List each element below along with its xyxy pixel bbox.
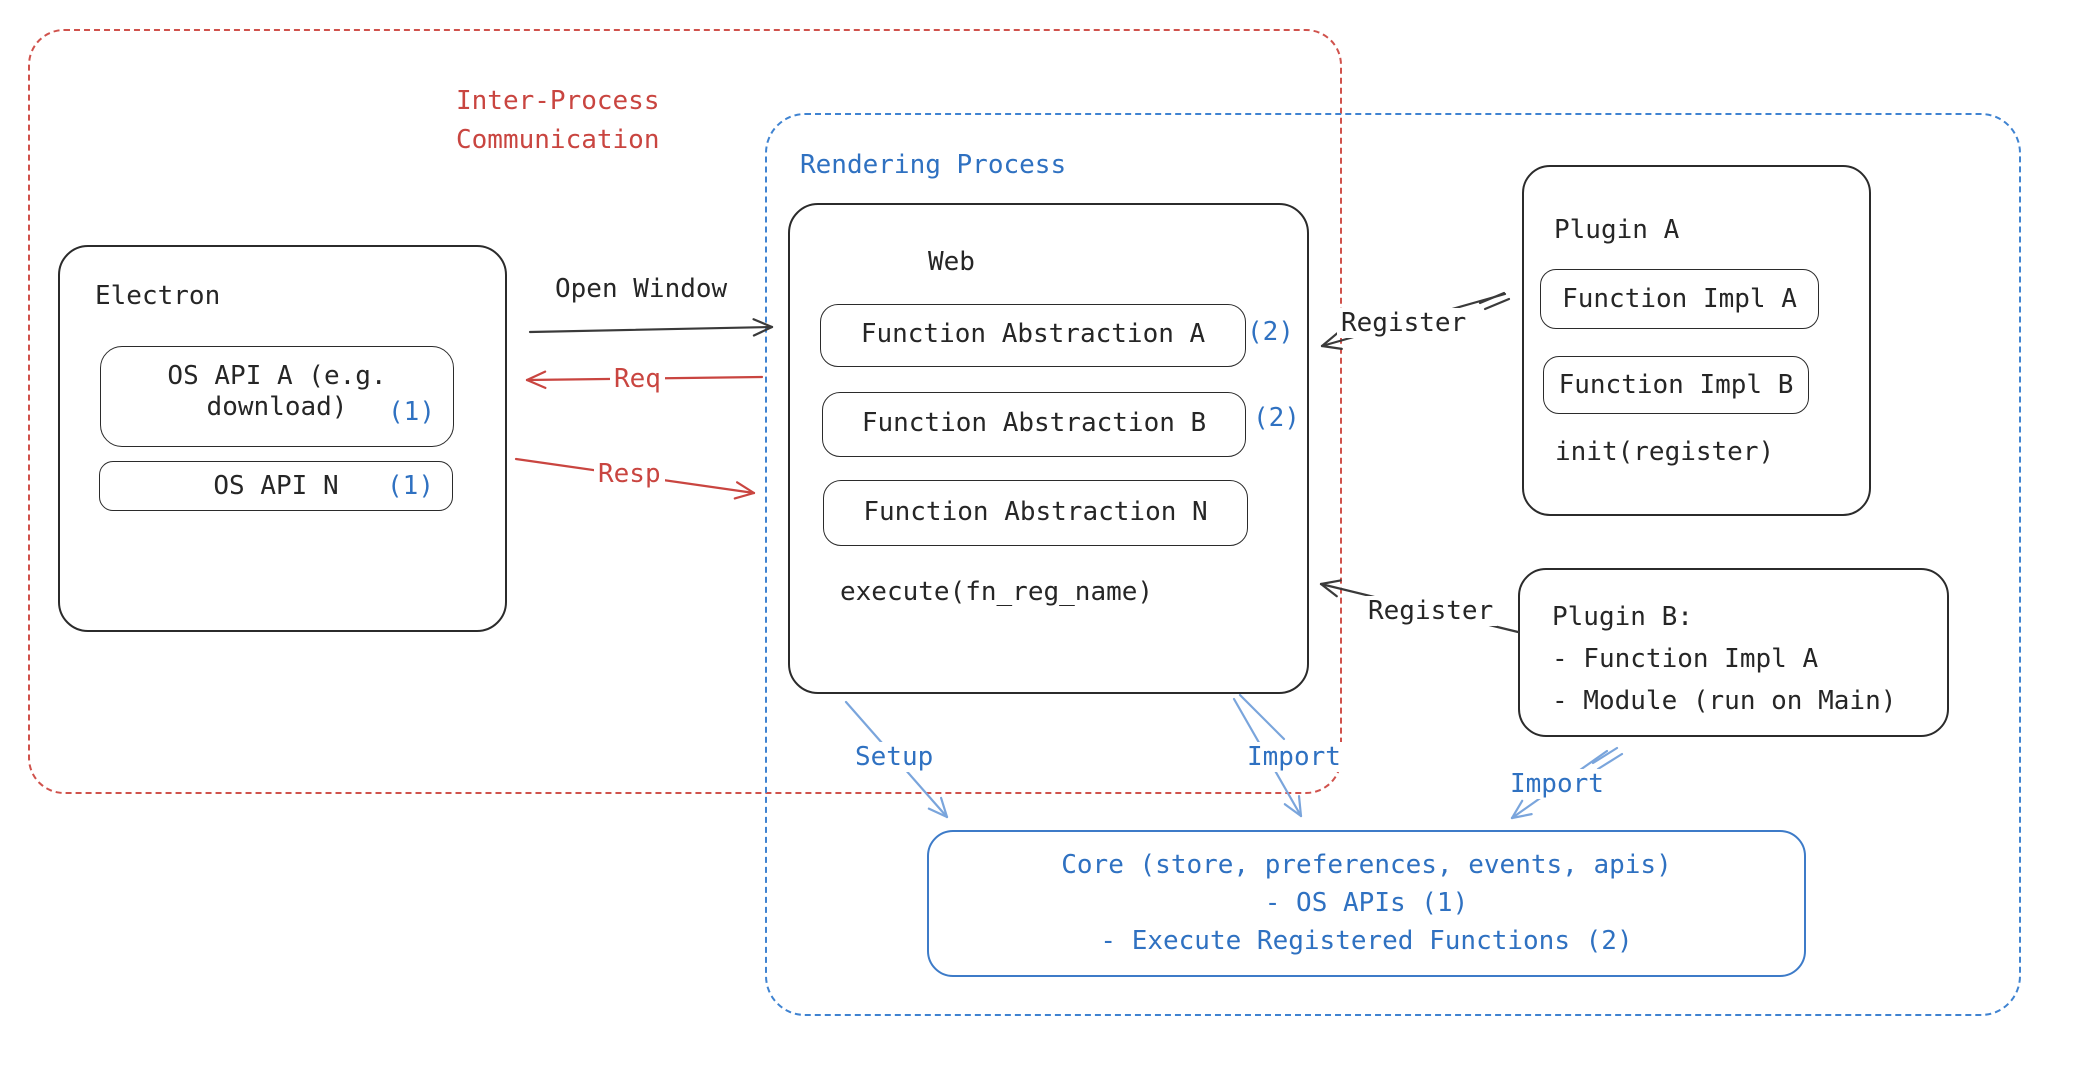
plugin-b-box: Plugin B: - Function Impl A - Module (run … <box>1518 568 1949 737</box>
function-impl-b-box: Function Impl B <box>1543 356 1809 414</box>
function-abstraction-b-box: Function Abstraction B <box>822 392 1246 457</box>
ipc-label-line1: Inter-Process <box>456 86 660 116</box>
function-abstraction-n-box: Function Abstraction N <box>823 480 1248 546</box>
os-api-n-label: OS API N <box>213 471 339 501</box>
function-impl-b-label: Function Impl B <box>1558 370 1794 400</box>
plugin-b-title: Plugin B: <box>1552 602 1693 632</box>
function-abstraction-b-badge: (2) <box>1253 403 1300 433</box>
ipc-label-line2: Communication <box>456 125 660 155</box>
core-item-os-apis: - OS APIs (1) <box>1264 888 1469 918</box>
function-impl-a-box: Function Impl A <box>1540 269 1819 329</box>
import-plugin-arrow-label: Import <box>1506 769 1608 799</box>
function-abstraction-n-label: Function Abstraction N <box>863 497 1208 527</box>
core-item-execute: - Execute Registered Functions (2) <box>1100 926 1633 956</box>
plugin-b-item-1: - Function Impl A <box>1552 644 1819 674</box>
function-abstraction-a-box: Function Abstraction A <box>820 304 1246 367</box>
os-api-a-box: OS API A (e.g.download) (1) <box>100 346 454 447</box>
setup-arrow-label: Setup <box>851 742 938 772</box>
electron-title: Electron <box>95 281 221 311</box>
web-title: Web <box>928 247 975 277</box>
rendering-region-label: Rendering Process <box>800 150 1067 180</box>
core-title: Core (store, preferences, events, apis) <box>1061 850 1672 880</box>
open-window-arrow-label: Open Window <box>555 274 728 304</box>
rendering-region-border <box>765 113 2021 1016</box>
os-api-n-box: OS API N (1) <box>99 461 453 511</box>
function-abstraction-a-badge: (2) <box>1247 317 1294 347</box>
plugin-a-title: Plugin A <box>1554 215 1680 245</box>
core-box: Core (store, preferences, events, apis) -… <box>927 830 1806 977</box>
import-web-arrow-label: Import <box>1243 742 1345 772</box>
ipc-region-border <box>28 29 1342 794</box>
os-api-a-badge: (1) <box>388 397 435 427</box>
resp-arrow-label: Resp <box>594 459 665 489</box>
register-b-arrow-label: Register <box>1364 596 1498 626</box>
function-abstraction-a-label: Function Abstraction A <box>860 319 1206 349</box>
os-api-n-badge: (1) <box>387 471 434 501</box>
req-arrow-label: Req <box>610 364 665 394</box>
plugin-b-item-2: - Module (run on Main) <box>1552 686 1897 716</box>
os-api-a-label: OS API A (e.g.download) <box>167 361 387 422</box>
register-a-arrow-label: Register <box>1337 308 1471 338</box>
plugin-a-footer: init(register) <box>1555 437 1775 467</box>
core-lines: Core (store, preferences, events, apis) -… <box>929 846 1804 960</box>
electron-box: Electron OS API A (e.g.download) (1) OS … <box>58 245 507 632</box>
plugin-b-lines: Plugin B: - Function Impl A - Module (run … <box>1552 596 1896 722</box>
web-footer: execute(fn_reg_name) <box>840 577 1154 607</box>
web-box: Web Function Abstraction A (2) Function … <box>788 203 1309 694</box>
function-impl-a-label: Function Impl A <box>1562 284 1797 314</box>
function-abstraction-b-label: Function Abstraction B <box>861 408 1207 438</box>
plugin-a-box: Plugin A Function Impl A Function Impl B… <box>1522 165 1871 516</box>
